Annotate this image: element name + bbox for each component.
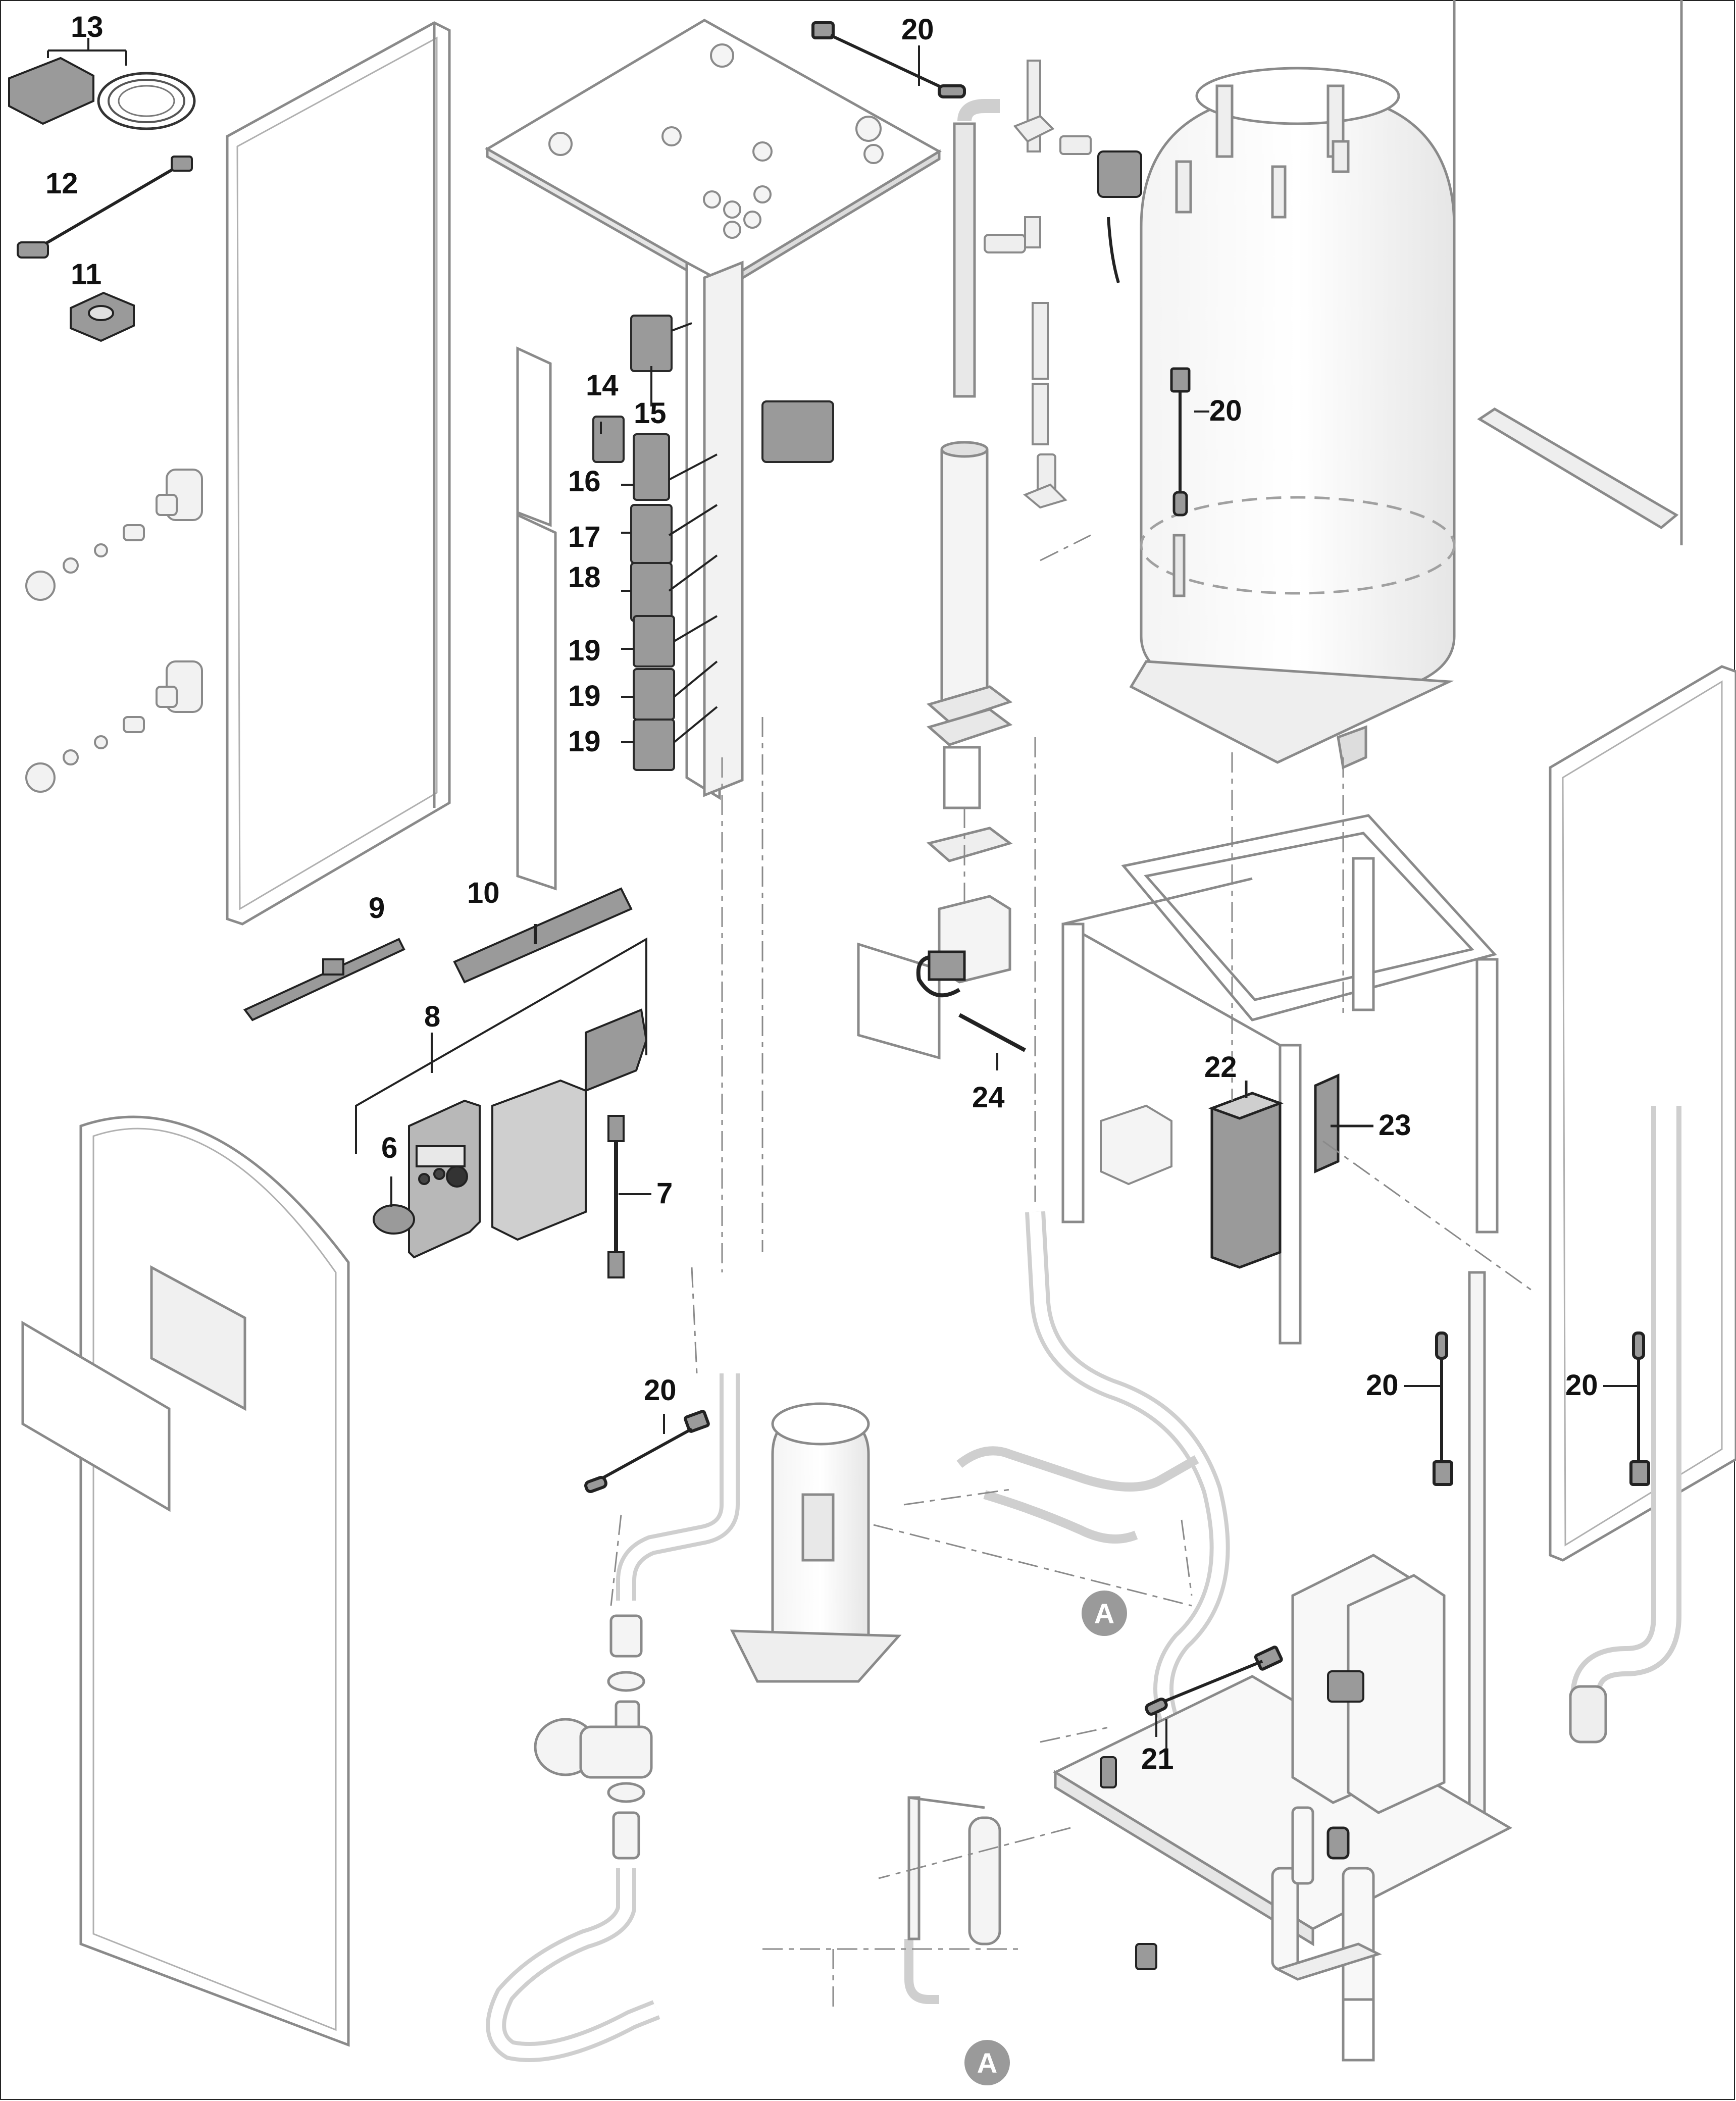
callout-24: 24 [972,1081,1005,1114]
heater-assembly [857,99,1026,1060]
filter-drier [907,1796,1001,1945]
top-cover-plate [485,19,942,293]
marker-a-lower: A [961,2037,1013,2088]
upper-water-connections [984,60,1142,509]
callout-21: 21 [1141,1743,1174,1775]
callout-14: 14 [586,369,619,402]
valve-block [1052,1554,1513,2062]
callout-20-lower-mid: 20 [1366,1369,1399,1402]
callout-9: 9 [369,892,385,925]
callout-15: 15 [634,397,667,430]
control-panel-parts [373,1008,651,1278]
support-frame [1061,814,1499,1345]
front-door-panel [21,1115,350,2047]
right-pipe [1468,1106,1681,1829]
lower-sensor-cables [1433,1331,1650,1486]
alignment-guides [610,534,1536,2010]
callout-17: 17 [568,521,601,553]
junction-box [1100,1104,1172,1186]
circulation-pump [534,1614,653,1860]
callout-20-lower-right: 20 [1565,1369,1598,1402]
electrical-components [592,315,834,771]
callout-22: 22 [1204,1051,1237,1084]
callout-23: 23 [1378,1109,1411,1142]
callout-7: 7 [656,1177,673,1210]
callout-20-lower-left: 20 [644,1374,677,1407]
electrical-leaders [621,322,718,743]
expansion-valve [1100,1670,1364,1970]
left-valves [25,469,203,793]
cable-harnesses [243,887,633,1021]
callout-16: 16 [568,465,601,498]
callout-11: 11 [71,258,102,291]
callout-19-c: 19 [568,725,601,758]
component-rails [516,260,744,891]
callout-19-b: 19 [568,680,601,712]
top-sensor-cable [811,21,966,98]
callout-18: 18 [568,561,601,594]
hot-water-tank [1129,67,1456,770]
marker-a-lower-label: A [977,2047,997,2079]
sensor-cable-lower-left [584,1410,710,1493]
callout-20-tank: 20 [1209,394,1242,427]
sensor-21 [1145,1646,1283,1752]
callout-19-a: 19 [568,634,601,667]
control-kit-bracket [355,937,647,1154]
callout-10: 10 [467,877,500,909]
callout-12: 12 [45,167,78,200]
callout-6: 6 [381,1132,398,1164]
callout-8: 8 [424,1000,441,1033]
callout-20-top: 20 [901,13,934,46]
callout-13: 13 [71,11,104,43]
bottom-pipework [486,1211,1257,2062]
marker-a-upper: A [1079,1587,1130,1639]
right-side-panel [1453,0,1736,1562]
marker-a-upper-label: A [1094,1598,1114,1629]
accessory-kit [8,38,196,342]
tank-sensor-cable [1170,367,1191,517]
label-leaders [600,45,1639,1737]
compressor [730,1402,902,1683]
left-side-panel [226,21,451,926]
